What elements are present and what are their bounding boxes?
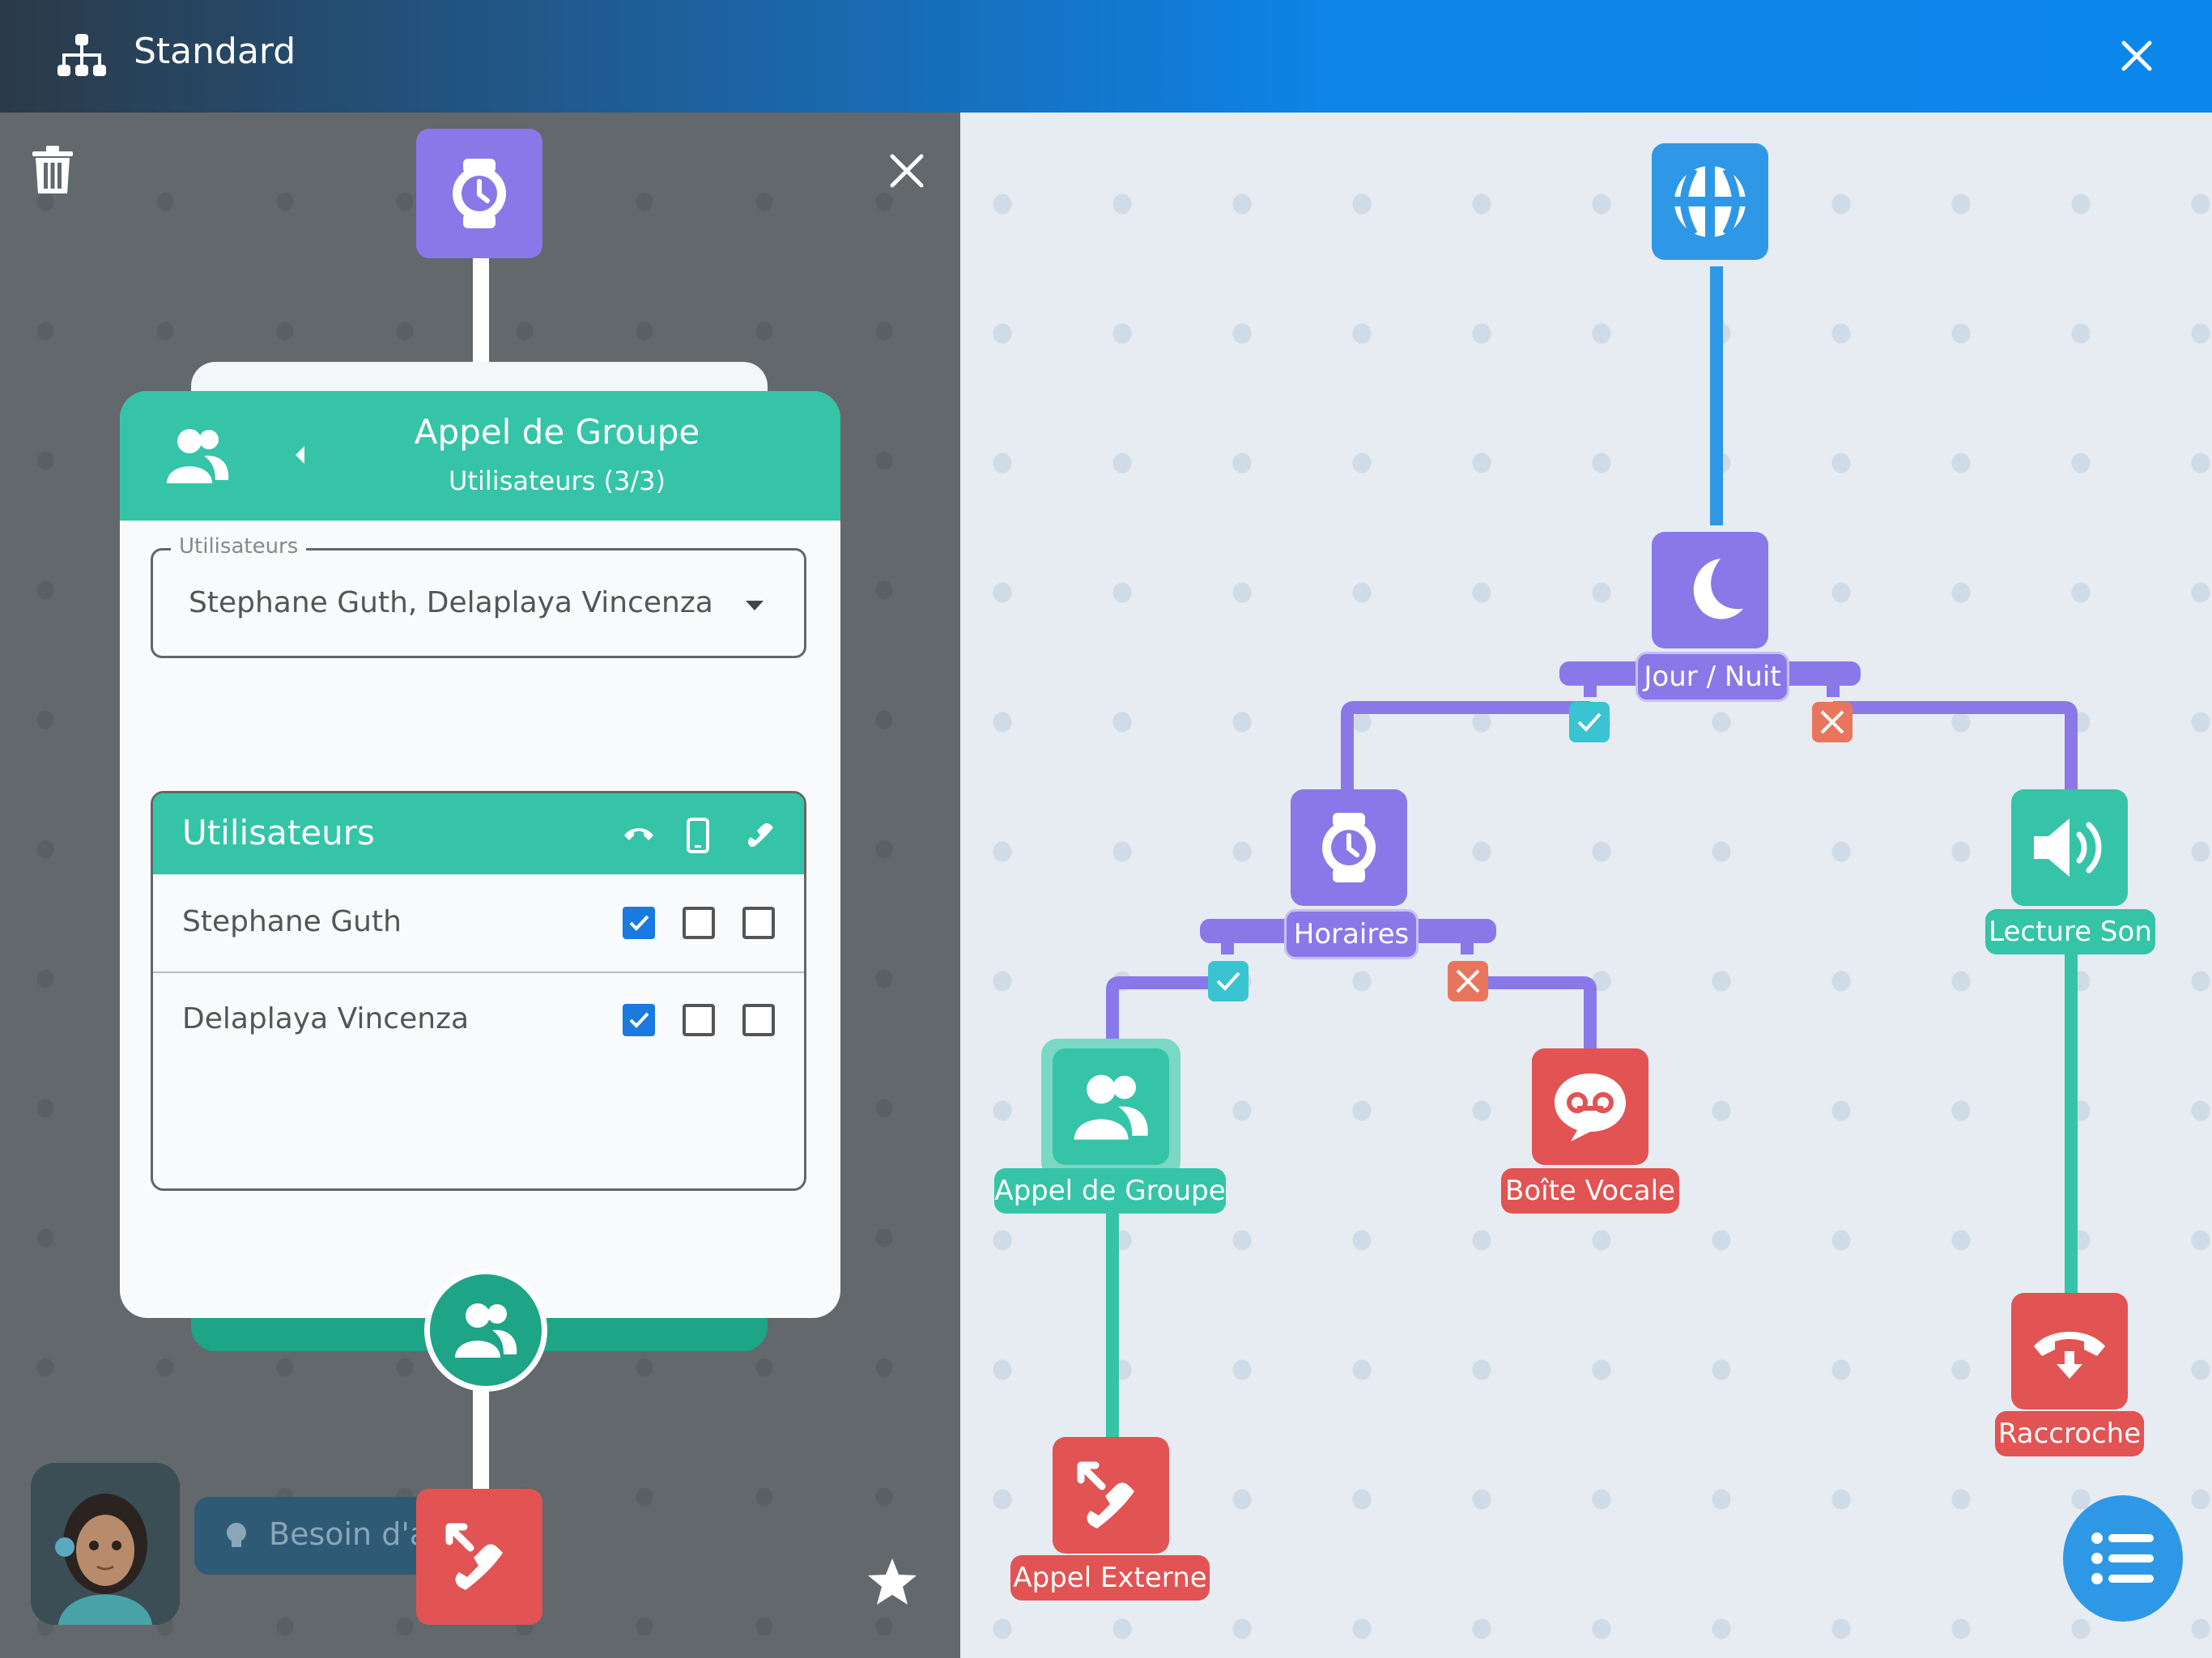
flow-node-label: Jour / Nuit [1636,652,1789,702]
chevron-down-icon [746,601,764,610]
table-header-label: Utilisateurs [182,813,375,852]
avatar-illustration [31,1463,180,1625]
check-icon [629,1012,649,1028]
row-mobile-checkbox[interactable] [683,1004,715,1036]
mobile-phone-icon [687,818,709,853]
voicemail-icon [1555,1073,1626,1141]
flow-node-raccroche[interactable] [2011,1293,2128,1409]
flow-node-label: Appel Externe [1010,1555,1210,1601]
flow-node-label: Appel de Groupe [994,1168,1226,1214]
star-icon[interactable] [866,1557,918,1607]
flow-node-appel-groupe[interactable] [1053,1048,1169,1165]
no-branch-badge [1448,961,1488,1001]
parent-node-horaires[interactable] [416,129,542,258]
close-app-button[interactable] [2121,40,2152,71]
users-select-value: Stephane Guth, Delaplaya Vincenza [189,586,713,619]
row-external-checkbox[interactable] [742,1004,775,1036]
users-icon [167,429,229,483]
assistant-avatar[interactable] [31,1463,180,1625]
users-select-label: Utilisateurs [171,534,307,559]
yes-branch-badge [1569,702,1610,742]
row-desk-checkbox[interactable] [623,1004,655,1036]
app-header: Standard [0,0,2212,113]
phone-forward-icon [445,1523,503,1590]
card-title: Appel de Groupe [414,412,700,452]
help-button-label: Besoin d'ai [269,1516,437,1552]
globe-icon [1674,166,1746,237]
flow-node-label: Raccroche [1995,1411,2144,1456]
flow-node-boite-vocale[interactable] [1532,1048,1648,1165]
flow-canvas: Jour / Nuit Horaires Lecture Son Appel d… [960,113,2212,1658]
table-row: Stephane Guth [153,874,804,973]
no-branch-badge [1812,702,1853,742]
check-icon [1577,712,1602,732]
lightbulb-icon [227,1523,246,1547]
node-editor-panel: Appel de Groupe Utilisateurs (3/3) Utili… [0,113,960,1658]
users-table-header: Utilisateurs [153,793,804,874]
users-icon [1074,1074,1148,1140]
current-node-badge [424,1269,547,1392]
speaker-icon [2034,818,2102,877]
flow-node-appel-externe[interactable] [1053,1437,1169,1554]
yes-branch-badge [1208,961,1249,1001]
users-table: Utilisateurs Stephane Guth [151,791,806,1191]
close-panel-button[interactable] [889,153,925,189]
flow-node-label: Boîte Vocale [1501,1168,1679,1214]
app-title: Standard [134,31,296,72]
users-icon [455,1303,517,1358]
flow-node-jour-nuit[interactable] [1652,532,1768,648]
watch-icon [453,159,506,228]
child-node-appel-externe[interactable] [416,1489,542,1625]
row-user-name: Delaplaya Vincenza [182,1002,470,1035]
cross-icon [1456,969,1480,993]
phone-forward-icon [1077,1461,1134,1528]
row-external-checkbox[interactable] [742,907,775,939]
help-button[interactable]: Besoin d'ai [194,1497,437,1575]
check-icon [629,915,649,931]
list-icon [2091,1533,2154,1584]
moon-icon [1693,559,1743,619]
users-select[interactable]: Utilisateurs Stephane Guth, Delaplaya Vi… [151,534,806,658]
check-icon [1216,971,1240,991]
flow-node-horaires[interactable] [1291,789,1407,906]
card-header: Appel de Groupe Utilisateurs (3/3) [120,391,840,521]
hang-up-icon [2034,1332,2105,1379]
row-mobile-checkbox[interactable] [683,907,715,939]
list-menu-button[interactable] [2063,1495,2183,1622]
flow-node-lecture-son[interactable] [2011,789,2128,906]
flow-node-label: Horaires [1284,909,1419,959]
table-row: Delaplaya Vincenza [153,971,804,1069]
flow-node-label: Lecture Son [1985,909,2155,954]
flow-node-start[interactable] [1652,143,1768,260]
trash-icon[interactable] [31,145,74,195]
back-arrow-icon[interactable] [293,444,306,466]
org-chart-icon [57,34,106,76]
row-desk-checkbox[interactable] [623,907,655,939]
watch-icon [1322,813,1376,882]
row-user-name: Stephane Guth [182,905,402,938]
external-phone-icon [748,823,773,847]
cross-icon [1820,710,1844,734]
group-call-card: Appel de Groupe Utilisateurs (3/3) Utili… [120,391,840,1318]
card-subtitle: Utilisateurs (3/3) [449,466,666,496]
desk-phone-icon [624,828,653,840]
